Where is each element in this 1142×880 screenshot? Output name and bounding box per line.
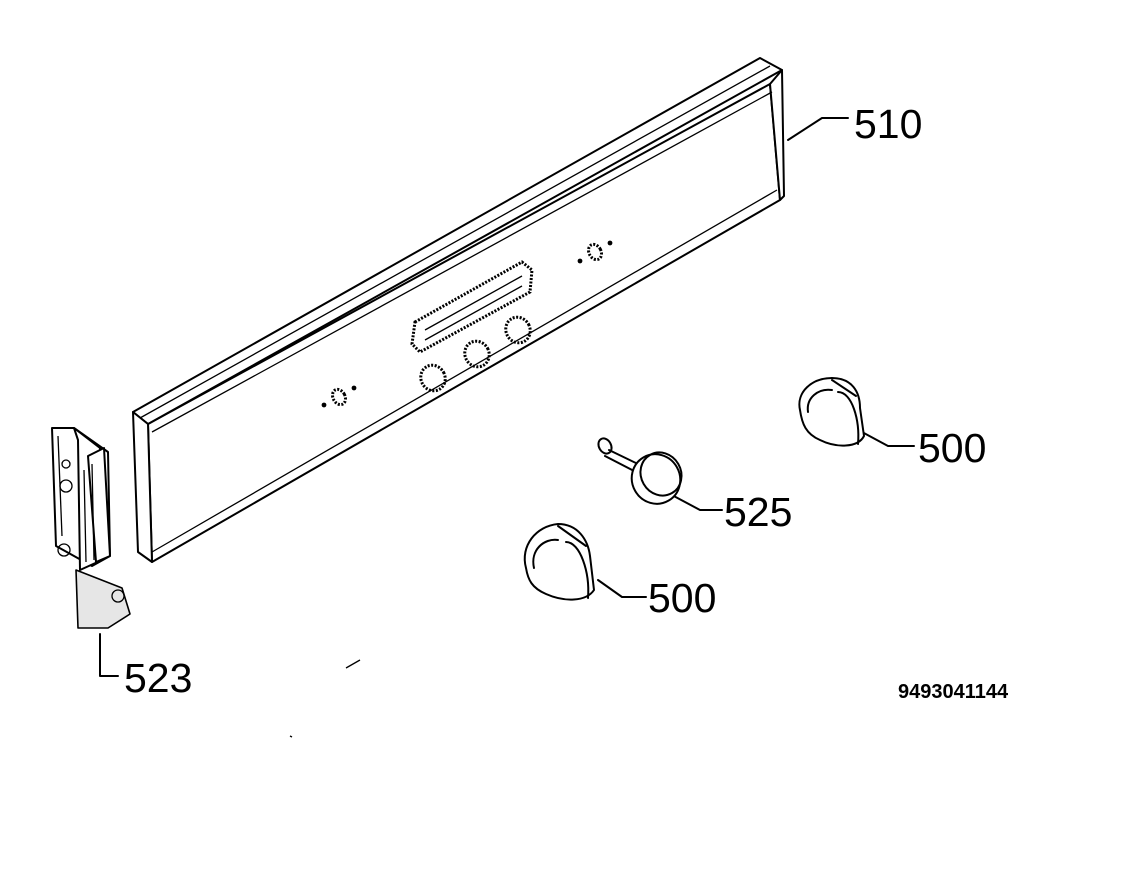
drawing-number: 9493041144: [898, 681, 1009, 703]
control-panel-drawing: [132, 57, 785, 563]
knob-upper-drawing: [798, 377, 865, 447]
part-label-500-lower: 500: [648, 575, 717, 621]
side-bracket-drawing: [51, 427, 131, 629]
part-label-523: 523: [124, 655, 193, 701]
part-label-525: 525: [724, 489, 793, 535]
push-button-drawing: [597, 437, 683, 505]
scan-specks: [289, 659, 361, 738]
part-label-510: 510: [854, 101, 923, 147]
leader-lines: [99, 117, 915, 677]
part-label-500-upper: 500: [918, 425, 987, 471]
knob-lower-drawing: [523, 523, 595, 601]
